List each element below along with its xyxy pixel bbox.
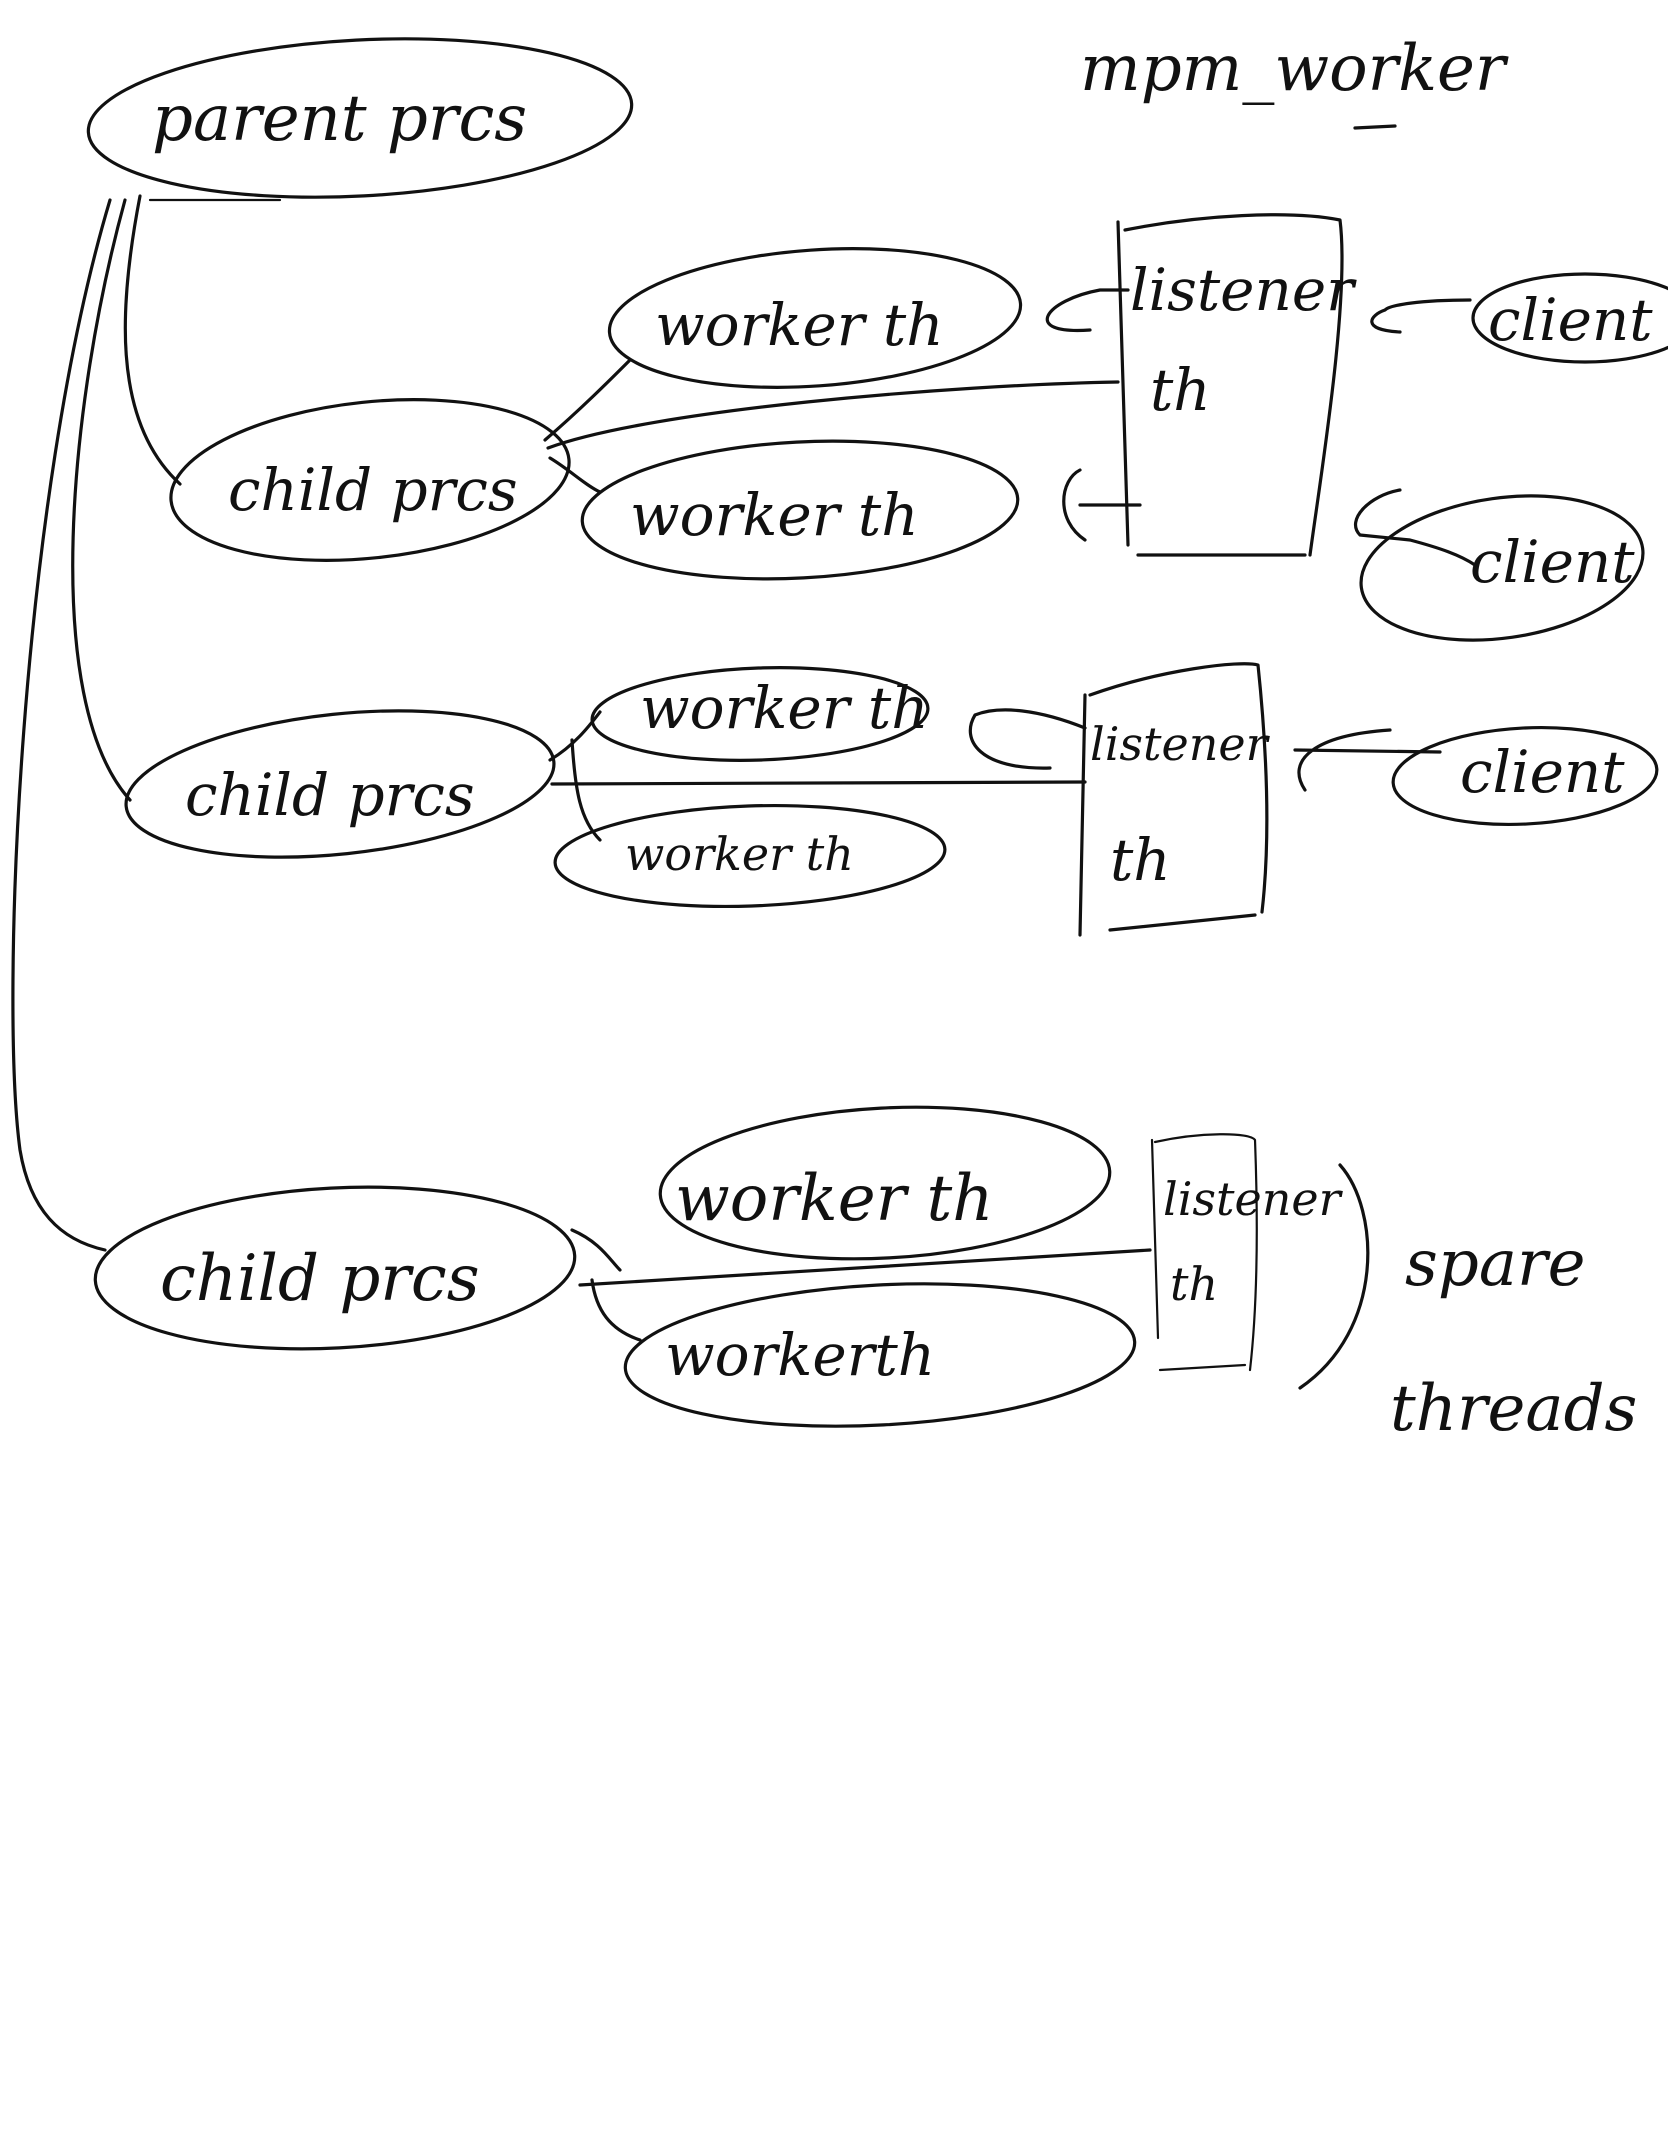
child-process-2-ellipse xyxy=(124,709,556,859)
edge-client2-listener1 xyxy=(1353,488,1477,567)
child-process-3-ellipse xyxy=(93,1185,577,1351)
child-process-1-node: child prcs xyxy=(169,398,571,562)
edge-parent-child-3 xyxy=(11,198,112,1252)
parent-process-label: parent prcs xyxy=(152,82,527,156)
worker-thread-3a-label: worker th xyxy=(675,1162,993,1236)
worker-thread-2b-label: worker th xyxy=(625,827,854,881)
worker-thread-1b-ellipse xyxy=(580,439,1020,581)
listener-thread-2-label-line1: listener xyxy=(1090,717,1271,771)
worker-thread-3b-label: workerth xyxy=(665,1321,935,1389)
listener-thread-2-label-line2: th xyxy=(1110,826,1171,894)
listener-thread-1-label-line1: listener xyxy=(1130,256,1357,324)
worker-thread-3b-node: workerth xyxy=(623,1282,1137,1428)
edge-child1-worker1a xyxy=(543,358,632,442)
edge-client1-listener1 xyxy=(1370,298,1472,334)
worker-thread-3a-node: worker th xyxy=(658,1105,1112,1261)
parent-process-node: parent prcs xyxy=(86,37,634,199)
listener-thread-2-box xyxy=(1078,662,1269,937)
edge-client3-listener2 xyxy=(1293,728,1442,792)
parent-process-ellipse xyxy=(86,37,634,199)
spare-threads-label-line2: threads xyxy=(1390,1372,1637,1446)
edge-child3-worker3b xyxy=(590,1278,642,1342)
child-process-2-node: child prcs xyxy=(124,709,556,859)
edge-listener1-worker1b xyxy=(1062,468,1142,542)
client-1-node: client xyxy=(1471,272,1668,364)
spare-threads-bracket xyxy=(1298,1163,1370,1390)
client-3-label: client xyxy=(1460,738,1625,806)
worker-thread-1b-node: worker th xyxy=(580,439,1020,581)
child-process-2-label: child prcs xyxy=(185,761,475,829)
edge-parent-child-2 xyxy=(71,198,132,802)
client-1-label: client xyxy=(1488,286,1653,354)
edge-listener2-worker2a xyxy=(968,708,1087,770)
client-2-label: client xyxy=(1470,528,1635,596)
title-underline-mark xyxy=(1353,124,1397,130)
worker-thread-1a-ellipse xyxy=(607,247,1023,389)
child-process-3-label: child prcs xyxy=(160,1242,480,1316)
listener-thread-3-label-line2: th xyxy=(1170,1257,1218,1311)
child-process-1-ellipse xyxy=(169,398,571,562)
edge-child2-worker2b xyxy=(570,738,602,842)
listener-thread-3-label-line1: listener xyxy=(1163,1172,1344,1226)
worker-thread-2b-ellipse xyxy=(553,803,947,909)
client-3-node: client xyxy=(1391,725,1659,827)
spare-threads-label-line1: spare xyxy=(1405,1227,1585,1301)
worker-thread-1a-node: worker th xyxy=(607,247,1023,389)
listener-thread-2-node: listener th xyxy=(1078,662,1271,937)
worker-thread-3b-ellipse xyxy=(623,1282,1137,1428)
listener-thread-1-node: listener th xyxy=(1116,213,1357,557)
worker-thread-1b-label: worker th xyxy=(630,481,919,549)
edge-parent-child-1 xyxy=(123,194,182,486)
listener-thread-3-box xyxy=(1150,1133,1258,1372)
listener-thread-1-box xyxy=(1116,213,1344,557)
worker-thread-2a-node: worker th xyxy=(590,666,930,762)
diagram-title: mpm_worker xyxy=(1080,32,1509,106)
edge-child2-worker2a xyxy=(548,710,602,762)
client-2-node: client xyxy=(1359,494,1645,642)
client-1-ellipse xyxy=(1471,272,1668,364)
edge-child1-listener1 xyxy=(546,380,1120,450)
edge-child1-worker1b xyxy=(548,456,602,494)
client-3-ellipse xyxy=(1391,725,1659,827)
listener-thread-3-node: listener th xyxy=(1150,1133,1344,1372)
worker-thread-3a-ellipse xyxy=(658,1105,1112,1261)
edge-child3-worker3a xyxy=(570,1228,622,1272)
listener-thread-1-label-line2: th xyxy=(1150,356,1211,424)
worker-thread-1a-label: worker th xyxy=(655,291,944,359)
edge-child2-listener2 xyxy=(550,780,1087,786)
worker-thread-2b-node: worker th xyxy=(553,803,947,909)
worker-thread-2a-label: worker th xyxy=(640,674,929,742)
edge-listener1-worker1a xyxy=(1045,288,1130,333)
edge-child3-listener3 xyxy=(578,1248,1152,1287)
child-process-3-node: child prcs xyxy=(93,1185,577,1351)
client-2-ellipse xyxy=(1359,494,1645,642)
child-process-1-label: child prcs xyxy=(228,456,518,524)
